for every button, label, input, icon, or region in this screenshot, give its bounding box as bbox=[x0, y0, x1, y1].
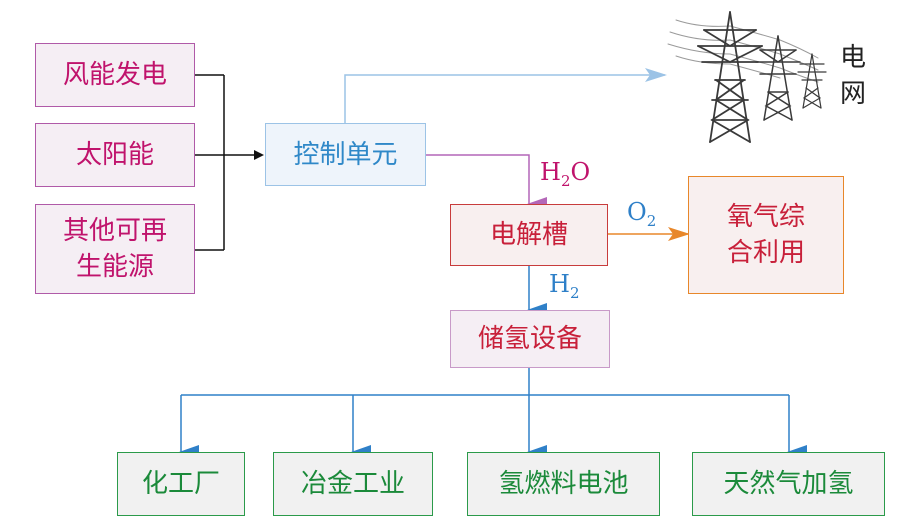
oxygen-label-base: O bbox=[627, 198, 647, 226]
grid-label-line2: 网 bbox=[839, 79, 866, 109]
source-wind: 风能发电 bbox=[35, 43, 195, 107]
app-chemical-plant: 化工厂 bbox=[117, 452, 245, 516]
water-label-sub: 2 bbox=[560, 171, 571, 190]
grid-label-line1: 电 bbox=[839, 43, 866, 73]
app-chemical-plant-label: 化工厂 bbox=[141, 469, 220, 499]
source-solar: 太阳能 bbox=[35, 123, 195, 187]
power-tower-icon bbox=[667, 11, 827, 143]
hydrogen-storage: 储氢设备 bbox=[450, 310, 610, 368]
oxygen-utilization-line2: 合利用 bbox=[726, 238, 805, 268]
app-natural-gas-blending: 天然气加氢 bbox=[692, 452, 885, 516]
oxygen-utilization-line1: 氧气综 bbox=[726, 202, 805, 232]
source-wind-label: 风能发电 bbox=[62, 60, 167, 90]
water-label-tail: O bbox=[570, 158, 591, 186]
app-natural-gas-blending-label: 天然气加氢 bbox=[723, 469, 854, 499]
oxygen-label-sub: 2 bbox=[646, 211, 657, 230]
source-other-line1: 其他可再 bbox=[62, 216, 167, 246]
control-unit: 控制单元 bbox=[265, 123, 426, 186]
control-to-electrolyzer-line bbox=[426, 154, 547, 211]
source-other-renewables: 其他可再 生能源 bbox=[35, 204, 195, 294]
hydrogen-label: H2 bbox=[549, 270, 579, 302]
hydrogen-label-base: H bbox=[549, 270, 570, 298]
app-fuel-cell: 氢燃料电池 bbox=[467, 452, 660, 516]
grid-label: 电 网 bbox=[838, 40, 868, 112]
app-metallurgy: 冶金工业 bbox=[273, 452, 433, 516]
hydrogen-storage-label: 储氢设备 bbox=[477, 324, 582, 354]
distribution-lines bbox=[179, 368, 807, 459]
app-metallurgy-label: 冶金工业 bbox=[300, 469, 405, 499]
electrolyzer: 电解槽 bbox=[450, 204, 608, 266]
control-to-grid-line bbox=[344, 68, 667, 123]
app-fuel-cell-label: 氢燃料电池 bbox=[498, 469, 629, 499]
electrolyzer-label: 电解槽 bbox=[489, 220, 568, 250]
water-label: H2O bbox=[540, 158, 590, 190]
water-label-base: H bbox=[540, 158, 561, 186]
hydrogen-label-sub: 2 bbox=[569, 283, 580, 302]
oxygen-utilization: 氧气综 合利用 bbox=[688, 176, 844, 294]
source-solar-label: 太阳能 bbox=[75, 140, 154, 170]
source-connector bbox=[195, 74, 264, 251]
control-unit-label: 控制单元 bbox=[293, 139, 398, 170]
oxygen-label: O2 bbox=[627, 198, 656, 230]
source-other-line2: 生能源 bbox=[75, 252, 154, 282]
